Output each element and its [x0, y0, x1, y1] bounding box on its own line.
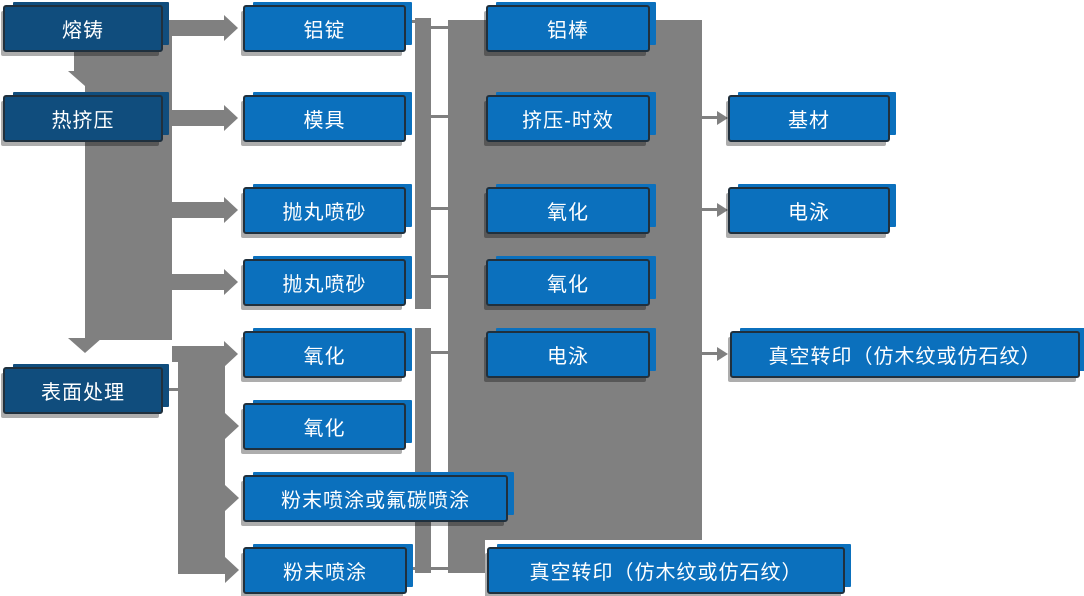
arrowhead-to-hot-extrusion	[68, 71, 102, 86]
node-extrusion-aging-label: 挤压-时效	[522, 110, 614, 132]
node-hot-extrusion: 热挤压	[3, 95, 163, 142]
node-casting: 熔铸	[3, 5, 163, 52]
node-oxidation-2: 氧化	[243, 403, 406, 450]
node-shot-blasting-2-label: 抛丸喷砂	[282, 274, 367, 296]
arrowhead-to-mold	[224, 105, 238, 131]
stem-row2	[163, 110, 224, 126]
bus-mid-bar-lower	[415, 328, 431, 573]
stem-to-base-material	[702, 116, 720, 119]
node-electrophoresis-2-label: 电泳	[788, 202, 830, 224]
tick-bar-row1	[431, 26, 448, 29]
arrowhead-to-base-material	[717, 111, 728, 125]
node-powder-coating-label: 粉末喷涂	[283, 562, 367, 584]
stem-row1	[163, 20, 224, 36]
node-base-material-label: 基材	[788, 110, 830, 132]
node-electrophoresis-1-label: 电泳	[547, 346, 589, 368]
stem-row3	[172, 202, 224, 218]
node-casting-label: 熔铸	[62, 20, 104, 42]
node-aluminum-rod-label: 铝棒	[547, 20, 589, 42]
arrowhead-to-shot-blasting-2	[224, 269, 238, 295]
node-powder-or-fluorocarbon: 粉末喷涂或氟碳喷涂	[243, 475, 508, 522]
tick-bar-row3	[431, 207, 448, 210]
arrowhead-to-vacuum-transfer-right	[717, 347, 728, 361]
node-aluminum-ingot-label: 铝锭	[303, 20, 346, 42]
node-mold: 模具	[243, 95, 406, 142]
node-oxidation-4: 氧化	[486, 259, 650, 306]
node-oxidation-2-label: 氧化	[303, 418, 346, 440]
bus-bottom-left-bar	[178, 346, 225, 574]
arrowhead-to-electrophoresis-2	[717, 203, 728, 217]
tick-bar-row2	[431, 115, 448, 118]
node-extrusion-aging: 挤压-时效	[486, 95, 650, 142]
stem-row4	[172, 274, 224, 290]
node-oxidation-1: 氧化	[243, 331, 406, 378]
arrowhead-to-powder-or-fluorocarbon	[225, 485, 239, 511]
node-electrophoresis-2: 电泳	[728, 187, 890, 234]
stem-casting-to-hot-extrusion	[74, 50, 96, 72]
node-aluminum-ingot: 铝锭	[243, 5, 406, 52]
node-base-material: 基材	[728, 95, 890, 142]
node-shot-blasting-2: 抛丸喷砂	[243, 259, 406, 306]
node-hot-extrusion-label: 热挤压	[51, 110, 115, 132]
tick-ingot-to-bar	[405, 20, 416, 23]
link-surface-treatment-to-bar	[163, 388, 179, 391]
node-oxidation-1-label: 氧化	[303, 346, 346, 368]
node-vacuum-transfer-right: 真空转印（仿木纹或仿石纹）	[730, 331, 1080, 378]
node-powder-or-fluorocarbon-label: 粉末喷涂或氟碳喷涂	[281, 490, 470, 512]
bus-main-block-extension	[448, 540, 485, 573]
bus-left-main-band	[85, 20, 172, 340]
arrowhead-to-oxidation-1	[224, 341, 238, 367]
node-oxidation-3: 氧化	[486, 187, 650, 234]
node-powder-coating: 粉末喷涂	[243, 547, 407, 594]
node-oxidation-3-label: 氧化	[547, 202, 589, 224]
node-surface-treatment-label: 表面处理	[41, 382, 125, 404]
node-electrophoresis-1: 电泳	[486, 331, 650, 378]
bus-mid-bar-upper	[415, 18, 431, 309]
tick-bar-row5	[431, 351, 448, 354]
node-mold-label: 模具	[303, 110, 346, 132]
node-shot-blasting-1: 抛丸喷砂	[243, 187, 406, 234]
arrowhead-to-aluminum-ingot	[224, 15, 238, 41]
arrowhead-to-surface-treatment	[68, 338, 102, 353]
node-shot-blasting-1-label: 抛丸喷砂	[282, 202, 367, 224]
node-oxidation-4-label: 氧化	[547, 274, 589, 296]
node-vacuum-transfer-bottom: 真空转印（仿木纹或仿石纹）	[487, 547, 845, 594]
node-aluminum-rod: 铝棒	[486, 5, 650, 52]
stem-to-vacuum-transfer-right	[702, 352, 720, 355]
node-surface-treatment: 表面处理	[3, 367, 163, 414]
arrowhead-to-oxidation-2	[225, 413, 239, 439]
arrowhead-to-shot-blasting-1	[224, 197, 238, 223]
node-vacuum-transfer-right-label: 真空转印（仿木纹或仿石纹）	[768, 346, 1042, 368]
node-vacuum-transfer-bottom-label: 真空转印（仿木纹或仿石纹）	[529, 562, 803, 584]
stem-to-electrophoresis-2	[702, 208, 720, 211]
tick-bar-row4	[431, 275, 448, 278]
arrowhead-to-powder-coating	[225, 557, 239, 583]
